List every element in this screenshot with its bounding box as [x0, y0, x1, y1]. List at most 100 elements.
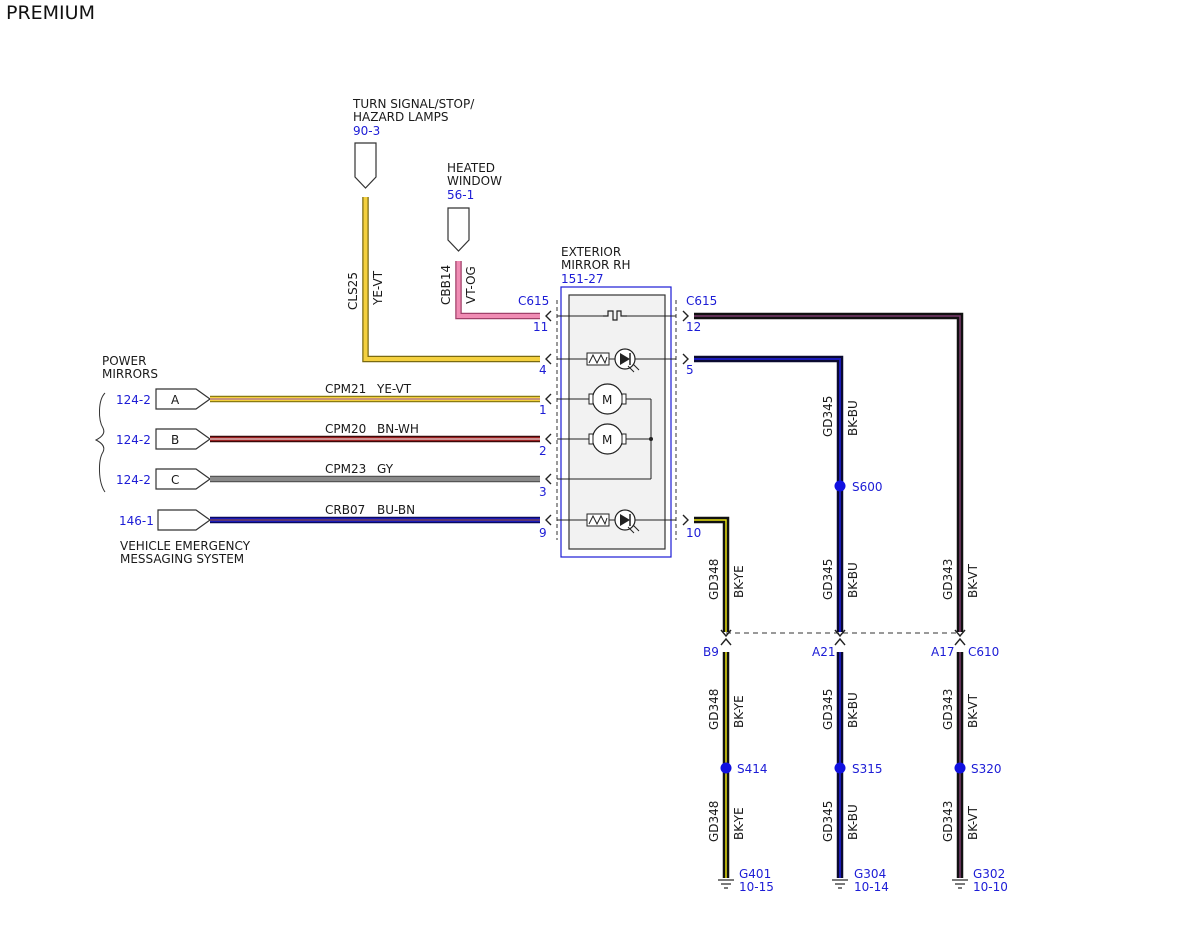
- motor-1-label: M: [602, 393, 612, 407]
- splice-s315[interactable]: [834, 762, 846, 774]
- ground-g302-icon: [952, 879, 968, 889]
- gd345-top-circuit: GD345: [821, 396, 835, 437]
- pin-a21: A21: [812, 645, 835, 659]
- turn-signal-label-line1: TURN SIGNAL/STOP/: [352, 97, 475, 111]
- wire-cls25: [362, 197, 540, 363]
- wire-gd348-upper: [694, 516, 730, 632]
- ground-g304-label[interactable]: G304: [854, 867, 886, 881]
- ground-g304-ref[interactable]: 10-14: [854, 880, 889, 894]
- gd348-bottom-circuit: GD348: [707, 801, 721, 842]
- gd343-bottom-color: BK-VT: [966, 805, 980, 840]
- pin-9: 9: [539, 526, 547, 540]
- connector-c-icon: [155, 468, 212, 490]
- wire-cls25-color: YE-VT: [371, 270, 385, 306]
- ground-g304-icon: [832, 879, 848, 889]
- heated-window-label-line1: HEATED: [447, 161, 495, 175]
- pin-1: 1: [539, 403, 547, 417]
- wire-cpm21-circuit: CPM21: [325, 382, 366, 396]
- gd345-bottom-circuit: GD345: [821, 801, 835, 842]
- gd345-mid-circuit: GD345: [821, 559, 835, 600]
- c610-terminals: [720, 629, 966, 646]
- pin-b9: B9: [703, 645, 719, 659]
- ground-g401-icon: [718, 879, 734, 889]
- wire-cpm23-circuit: CPM23: [325, 462, 366, 476]
- wire-gd343-upper: [694, 312, 964, 632]
- connector-vems-icon: [157, 509, 212, 531]
- turn-signal-ref[interactable]: 90-3: [353, 124, 380, 138]
- splice-s600[interactable]: [834, 480, 846, 492]
- gd343-lower-circuit: GD343: [941, 689, 955, 730]
- gd348-lower-color: BK-YE: [732, 695, 746, 728]
- upper-resistor-icon: [586, 352, 610, 366]
- c615-right-label[interactable]: C615: [686, 294, 717, 308]
- vems-label-line2: MESSAGING SYSTEM: [120, 552, 244, 566]
- left-connector-a-ref[interactable]: 124-2: [116, 393, 151, 407]
- wire-cpm23-color: GY: [377, 462, 394, 476]
- wire-crb07-circuit: CRB07: [325, 503, 365, 517]
- wire-cbb14-circuit: CBB14: [439, 265, 453, 305]
- heated-window-ref[interactable]: 56-1: [447, 188, 474, 202]
- mirror-internal-wiring: [557, 315, 676, 521]
- ground-g302-label[interactable]: G302: [973, 867, 1005, 881]
- splice-s315-label[interactable]: S315: [852, 762, 883, 776]
- heated-window-connector-icon: [447, 207, 470, 252]
- power-mirrors-label-line1: POWER: [102, 354, 146, 368]
- motor-1: M: [588, 383, 627, 415]
- splice-s600-label[interactable]: S600: [852, 480, 883, 494]
- splice-s414[interactable]: [720, 762, 732, 774]
- heated-window-source: HEATED WINDOW 56-1: [447, 161, 502, 252]
- left-connector-b-ref[interactable]: 124-2: [116, 433, 151, 447]
- ground-g401-ref[interactable]: 10-15: [739, 880, 774, 894]
- turn-signal-label-line2: HAZARD LAMPS: [353, 110, 448, 124]
- lower-resistor-icon: [586, 513, 610, 527]
- c610-label[interactable]: C610: [968, 645, 999, 659]
- upper-lamp-assembly: [586, 348, 640, 373]
- wire-cpm20-circuit: CPM20: [325, 422, 366, 436]
- turn-signal-source: TURN SIGNAL/STOP/ HAZARD LAMPS 90-3: [352, 97, 475, 189]
- c615-left-label[interactable]: C615: [518, 294, 549, 308]
- ground-g302-ref[interactable]: 10-10: [973, 880, 1008, 894]
- gd348-bottom-color: BK-YE: [732, 807, 746, 840]
- gd345-bottom-color: BK-BU: [846, 804, 860, 840]
- gd345-mid-color: BK-BU: [846, 562, 860, 598]
- mirror-body: [568, 294, 666, 550]
- wire-cls25-circuit: CLS25: [346, 272, 360, 310]
- motor-2: M: [588, 423, 627, 455]
- gd345-lower-color: BK-BU: [846, 692, 860, 728]
- ground-g401-label[interactable]: G401: [739, 867, 771, 881]
- pin-a17: A17: [931, 645, 954, 659]
- gd348-mid-circuit: GD348: [707, 559, 721, 600]
- pin-3: 3: [539, 485, 547, 499]
- pin-10: 10: [686, 526, 701, 540]
- mirror-internal-junction: [649, 437, 653, 441]
- mirror-left-terminals: [545, 310, 552, 526]
- pin-12: 12: [686, 320, 701, 334]
- gd343-lower-color: BK-VT: [966, 693, 980, 728]
- lower-lamp-assembly: [586, 509, 640, 534]
- left-connector-c: 124-2 C: [116, 468, 212, 490]
- connector-a-icon: [155, 388, 212, 410]
- splice-s320[interactable]: [954, 762, 966, 774]
- heater-element-icon: [603, 310, 627, 321]
- gd345-top-color: BK-BU: [846, 400, 860, 436]
- mirror-label-line1: EXTERIOR: [561, 245, 621, 259]
- motor-2-label: M: [602, 433, 612, 447]
- mirror-ref[interactable]: 151-27: [561, 272, 604, 286]
- pin-4: 4: [539, 363, 547, 377]
- wire-crb07-color: BU-BN: [377, 503, 415, 517]
- page-title: PREMIUM: [6, 2, 95, 24]
- left-connector-b: 124-2 B: [116, 428, 212, 450]
- splice-s414-label[interactable]: S414: [737, 762, 768, 776]
- wire-cbb14-color: VT-OG: [464, 266, 478, 304]
- mirror-outline: [560, 286, 672, 558]
- wire-cbb14: [455, 261, 540, 320]
- left-connector-c-ref[interactable]: 124-2: [116, 473, 151, 487]
- splice-s320-label[interactable]: S320: [971, 762, 1002, 776]
- mirror-right-terminals: [682, 310, 689, 526]
- gd343-bottom-circuit: GD343: [941, 801, 955, 842]
- left-connector-vems-ref[interactable]: 146-1: [119, 514, 154, 528]
- left-connector-vems: 146-1: [119, 509, 212, 531]
- left-connector-c-pin: C: [171, 473, 179, 487]
- gd343-mid-circuit: GD343: [941, 559, 955, 600]
- gd348-lower-circuit: GD348: [707, 689, 721, 730]
